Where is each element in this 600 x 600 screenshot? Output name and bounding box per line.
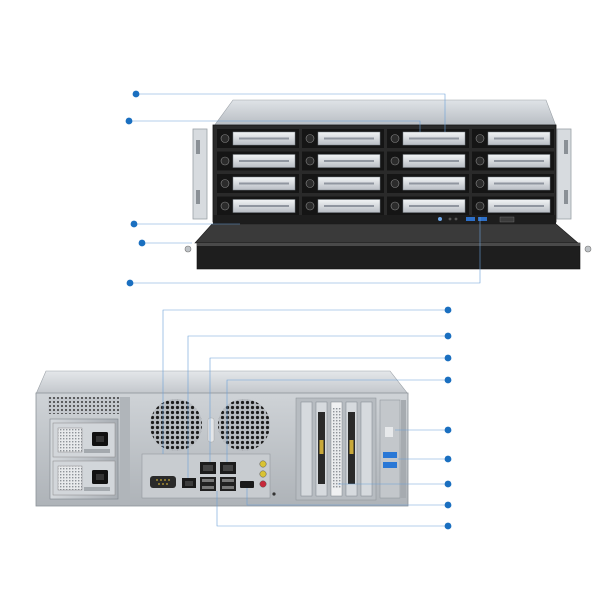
rear-view <box>35 370 409 507</box>
drive-bay[interactable] <box>217 174 299 193</box>
tray-lock-icon[interactable] <box>305 156 315 166</box>
drive-bay[interactable] <box>387 151 469 171</box>
usb3-expansion-card <box>379 399 401 499</box>
callout-dot-rear-4 <box>444 376 452 384</box>
tray-lock-icon[interactable] <box>305 134 315 143</box>
left-thumbscrew-icon <box>184 245 192 253</box>
callout-dot-rear-2 <box>444 332 452 340</box>
tray-lock-icon[interactable] <box>220 134 230 143</box>
rear-fan-2-icon <box>218 399 270 451</box>
drive-bay-grid <box>217 129 554 216</box>
tray-lock-icon[interactable] <box>390 134 400 143</box>
drive-bay[interactable] <box>217 129 299 148</box>
callout-dot-front-3 <box>130 220 138 228</box>
callout-dots <box>125 90 452 530</box>
callout-dot-rear-9 <box>444 522 452 530</box>
drive-bay[interactable] <box>302 151 384 171</box>
front-view <box>184 99 592 270</box>
callout-lines <box>130 93 481 527</box>
tray-lock-icon[interactable] <box>390 179 400 188</box>
tray-lock-icon[interactable] <box>390 156 400 166</box>
drive-bay[interactable] <box>387 174 469 193</box>
rear-vent-strip <box>48 397 120 414</box>
drive-bay[interactable] <box>217 196 299 216</box>
callout-dot-rear-5 <box>444 426 452 434</box>
psu-1-fan-icon <box>57 427 83 453</box>
drive-bay[interactable] <box>472 174 554 193</box>
rear-fan-1-icon <box>150 399 202 451</box>
lan-port-stack <box>200 462 236 491</box>
drive-bay[interactable] <box>472 151 554 171</box>
right-thumbscrew-icon <box>584 245 592 253</box>
usb3-port-1[interactable] <box>383 452 397 458</box>
tray-lock-icon[interactable] <box>220 201 230 211</box>
console-port[interactable] <box>150 476 176 488</box>
usb3-port-2[interactable] <box>383 462 397 468</box>
drive-bay[interactable] <box>472 196 554 216</box>
drive-bay[interactable] <box>302 174 384 193</box>
tray-lock-icon[interactable] <box>475 134 485 143</box>
tray-lock-icon[interactable] <box>475 179 485 188</box>
callout-dot-rear-8 <box>444 501 452 509</box>
drive-bay[interactable] <box>302 196 384 216</box>
front-usb-port-2[interactable] <box>478 217 487 221</box>
lcd-panel <box>499 216 515 223</box>
tray-lock-icon[interactable] <box>305 201 315 211</box>
power-button[interactable] <box>438 217 442 221</box>
chassis-top-cover <box>213 99 557 127</box>
rear-top-cover <box>35 370 409 395</box>
reset-button[interactable] <box>272 492 276 496</box>
hdmi-port[interactable] <box>240 481 254 488</box>
callout-dot-rear-6 <box>444 455 452 463</box>
audio-out-port[interactable] <box>259 470 267 478</box>
callout-dot-front-1 <box>132 90 140 98</box>
front-usb-port[interactable] <box>466 217 475 221</box>
callout-dot-rear-7 <box>444 480 452 488</box>
psu-1-handle[interactable] <box>84 449 110 453</box>
pcie-slot-area <box>295 397 377 501</box>
drive-bay[interactable] <box>302 129 384 148</box>
psu-2-handle[interactable] <box>84 487 110 491</box>
tray-lock-icon[interactable] <box>305 179 315 188</box>
psu-2-fan-icon <box>57 465 83 491</box>
front-control-strip <box>213 215 556 225</box>
drive-bay[interactable] <box>472 129 554 148</box>
callout-dot-front-4 <box>138 239 146 247</box>
tray-lock-icon[interactable] <box>390 201 400 211</box>
pcie-slot-cover <box>300 401 313 497</box>
drive-bay[interactable] <box>387 196 469 216</box>
front-bezel-tray <box>194 223 579 244</box>
psu-1 <box>52 422 116 458</box>
callout-dot-front-2 <box>125 117 133 125</box>
tray-lock-icon[interactable] <box>220 156 230 166</box>
mic-port[interactable] <box>259 480 267 488</box>
drive-bay[interactable] <box>217 151 299 171</box>
audio-ports <box>259 460 267 488</box>
callout-dot-front-5 <box>126 279 134 287</box>
drive-bay[interactable] <box>387 129 469 148</box>
psu-2 <box>52 460 116 496</box>
tray-lock-icon[interactable] <box>475 156 485 166</box>
pcie-slot-cover <box>360 401 373 497</box>
audio-in-port[interactable] <box>259 460 267 468</box>
callout-dot-rear-3 <box>444 354 452 362</box>
callout-dot-rear-1 <box>444 306 452 314</box>
tray-lock-icon[interactable] <box>475 201 485 211</box>
tray-lock-icon[interactable] <box>220 179 230 188</box>
